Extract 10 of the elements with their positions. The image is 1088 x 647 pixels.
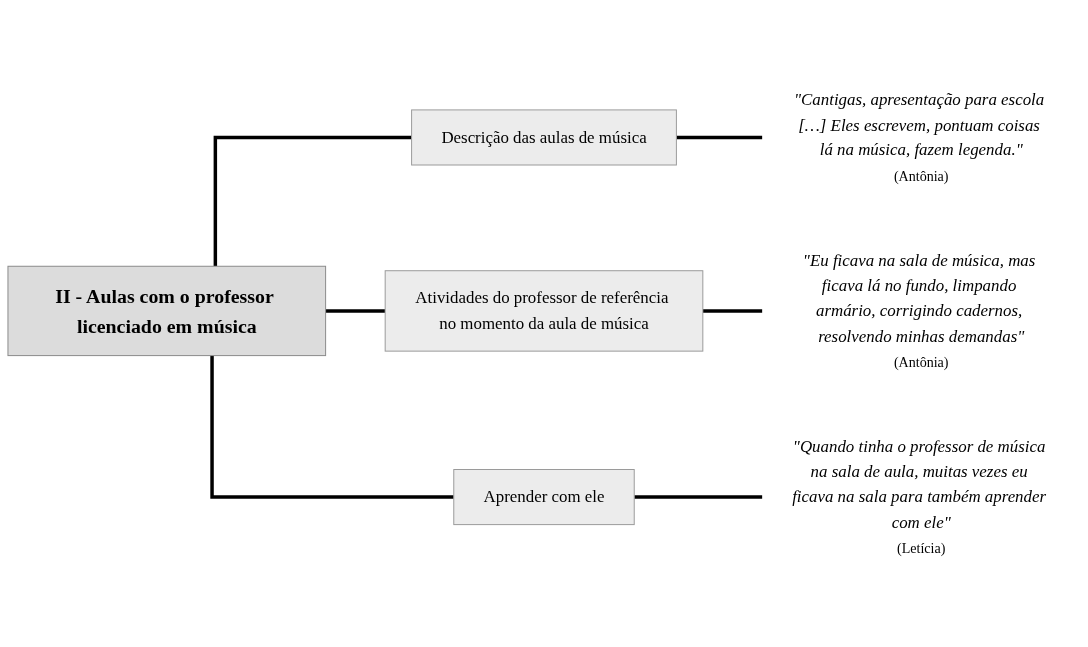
- node-box: Atividades do professor de referência no momento da aula de música: [384, 270, 704, 352]
- node-box: Aprender com ele: [453, 468, 635, 525]
- connector: [213, 135, 412, 267]
- connector: [701, 309, 763, 313]
- node-text: "Quando tinha o professor de música na sala de aula, muitas vezes eu ficava na sala para também aprender com ele" (Letícia): [792, 436, 1047, 556]
- node-box: II - Aulas com o professor licenciado em música: [7, 265, 327, 356]
- connector: [210, 355, 454, 499]
- node-text: "Cantigas, apresentação para escola […] Eles escrevem, pontuam coisas lá na música, fazem legenda." (Antônia): [794, 89, 1045, 184]
- node-text: "Eu ficava na sala de música, mas ficava lá no fundo, limpando armário, corrigindo cadernos, resolvendo minhas demandas" (Antônia): [802, 250, 1036, 370]
- node-box: Descrição das aulas de música: [411, 109, 677, 166]
